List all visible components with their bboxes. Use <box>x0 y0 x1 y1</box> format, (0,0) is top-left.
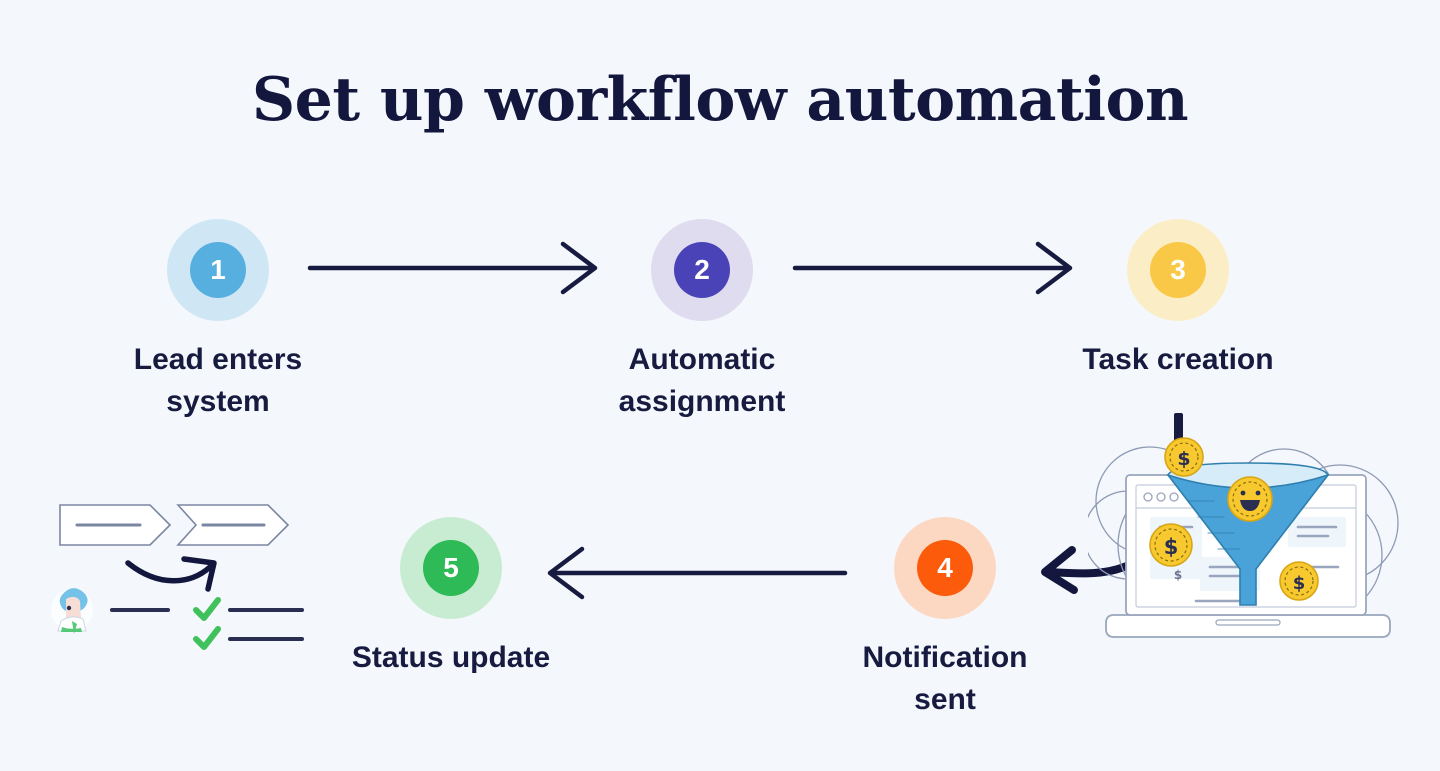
step-node-5[interactable]: 5 Status update <box>351 517 551 679</box>
step-node-2[interactable]: 2 Automatic assignment <box>602 219 802 423</box>
workflow-cards-illustration <box>51 504 304 650</box>
step-3-halo: 3 <box>1127 219 1229 321</box>
step-3-label: Task creation <box>1082 343 1274 376</box>
step-2-label: Automatic assignment <box>618 343 786 418</box>
step-5-label: Status update <box>351 641 551 674</box>
page-title: Set up workflow automation <box>251 65 1189 135</box>
step-1-halo: 1 <box>167 219 269 321</box>
step-1-number: 1 <box>210 254 226 285</box>
laptop-funnel-illustration: $ $ $ $ <box>1088 413 1399 638</box>
coin-dollar-left: $ $ <box>1149 523 1193 582</box>
browser-dots <box>1143 492 1179 502</box>
step-1-number-badge: 1 <box>190 242 246 298</box>
step-4-halo: 4 <box>894 517 996 619</box>
chevron-card-1 <box>59 504 172 546</box>
svg-text:$: $ <box>1174 568 1182 582</box>
step-2-number-badge: 2 <box>674 242 730 298</box>
step-node-1[interactable]: 1 Lead enters system <box>118 219 318 423</box>
step-3-number: 3 <box>1170 254 1186 285</box>
check-row-2 <box>193 626 304 650</box>
step-5-halo: 5 <box>400 517 502 619</box>
step-5-number-badge: 5 <box>423 540 479 596</box>
svg-text:$: $ <box>1177 448 1190 470</box>
chevron-card-2 <box>176 504 290 546</box>
avatar <box>51 588 93 634</box>
coin-smiley <box>1227 476 1273 522</box>
step-4-number: 4 <box>937 552 953 583</box>
step-2-halo: 2 <box>651 219 753 321</box>
svg-text:$: $ <box>1164 535 1179 559</box>
curved-arrow-icon <box>125 556 217 592</box>
step-node-3[interactable]: 3 Task creation <box>1078 219 1278 381</box>
step-4-label: Notification sent <box>862 641 1028 716</box>
funnel <box>1166 462 1330 606</box>
arrow-step1-to-step2 <box>307 241 598 295</box>
step-node-4[interactable]: 4 Notification sent <box>845 517 1045 721</box>
step-1-label: Lead enters system <box>133 343 303 418</box>
check-row-1 <box>193 597 304 621</box>
step-4-number-badge: 4 <box>917 540 973 596</box>
arrow-step4-to-step5 <box>547 546 848 600</box>
step-5-number: 5 <box>443 552 459 583</box>
coin-dollar-right: $ <box>1279 561 1319 601</box>
step-3-number-badge: 3 <box>1150 242 1206 298</box>
coin-dollar-top: $ <box>1164 437 1204 477</box>
step-2-number: 2 <box>694 254 710 285</box>
arrow-step2-to-step3 <box>792 241 1073 295</box>
svg-text:$: $ <box>1293 573 1306 594</box>
